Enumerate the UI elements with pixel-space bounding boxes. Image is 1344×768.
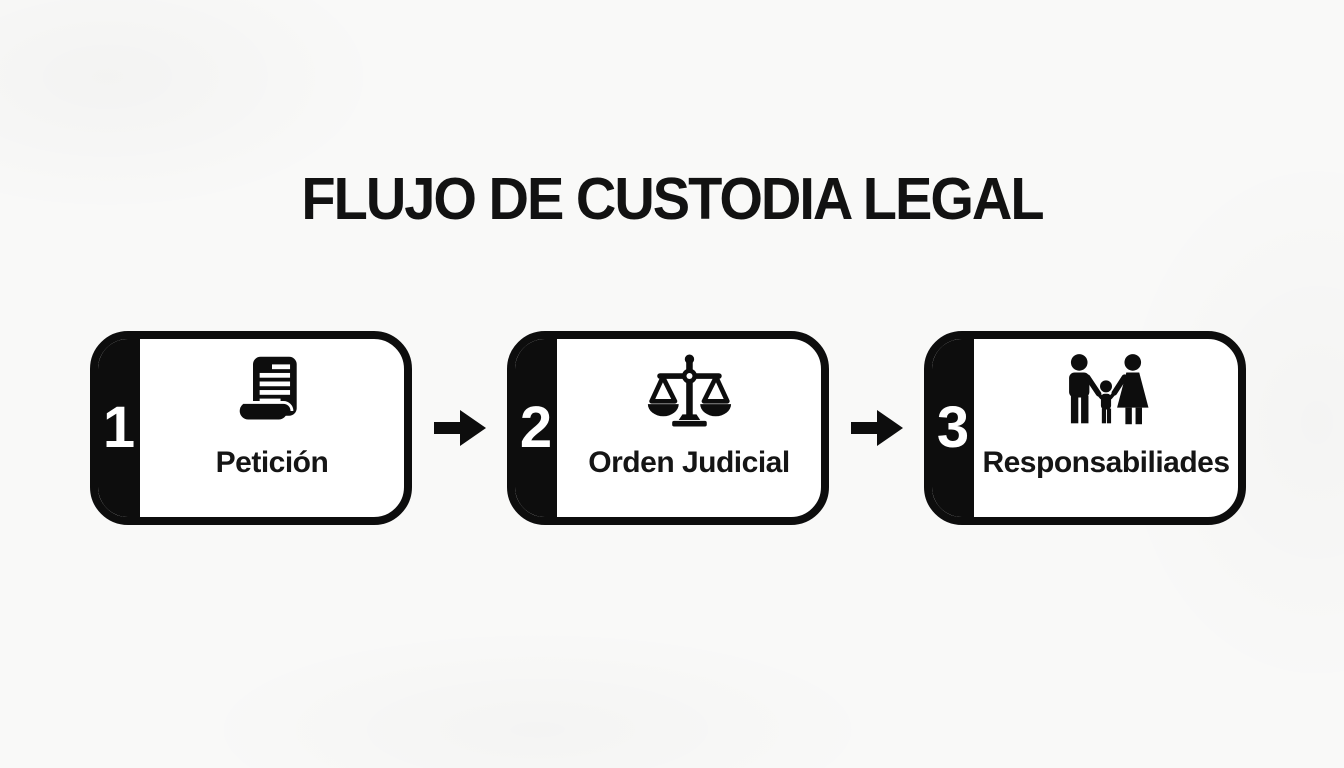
scales-icon: [646, 352, 732, 430]
diagram-title: FLUJO DE CUSTODIA LEGAL: [301, 165, 1044, 232]
step-2-content: Orden Judicial: [557, 339, 821, 517]
step-3-number-strip: 3: [932, 339, 974, 517]
step-label: Responsabiliades: [982, 446, 1230, 479]
step-label: Orden Judicial: [588, 446, 790, 479]
arrow-right-icon: [412, 410, 507, 446]
step-number: 1: [102, 395, 136, 460]
document-icon: [234, 352, 310, 430]
family-icon: [1058, 352, 1154, 430]
step-1-content: Petición: [140, 339, 404, 517]
step-label: Petición: [215, 446, 329, 479]
step-number: 3: [936, 395, 970, 460]
step-box-1: 1 Petición: [90, 331, 412, 525]
flow-row: 1 Petición: [90, 331, 1246, 525]
step-number: 2: [519, 395, 553, 460]
step-box-2: 2 Orden Judicial: [507, 331, 829, 525]
step-1-number-strip: 1: [98, 339, 140, 517]
step-3-content: Responsabiliades: [974, 339, 1238, 517]
step-box-3: 3: [924, 331, 1246, 525]
step-2-number-strip: 2: [515, 339, 557, 517]
arrow-right-icon: [829, 410, 924, 446]
